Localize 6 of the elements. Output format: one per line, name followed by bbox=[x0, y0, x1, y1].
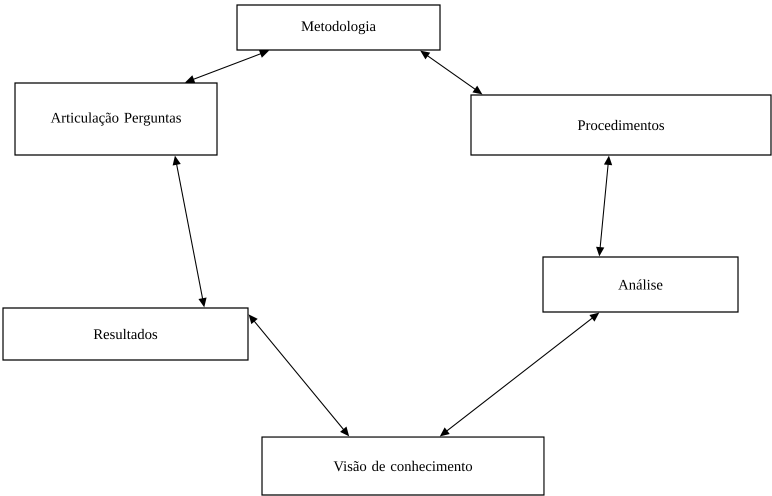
process-box: Procedimentos bbox=[470, 94, 772, 156]
process-box: Visão de conhecimento bbox=[261, 436, 545, 496]
process-box: Metodologia bbox=[236, 4, 441, 51]
process-box: Resultados bbox=[2, 307, 249, 361]
process-box: Articulação Perguntas bbox=[14, 82, 218, 156]
process-box: Análise bbox=[542, 256, 739, 313]
